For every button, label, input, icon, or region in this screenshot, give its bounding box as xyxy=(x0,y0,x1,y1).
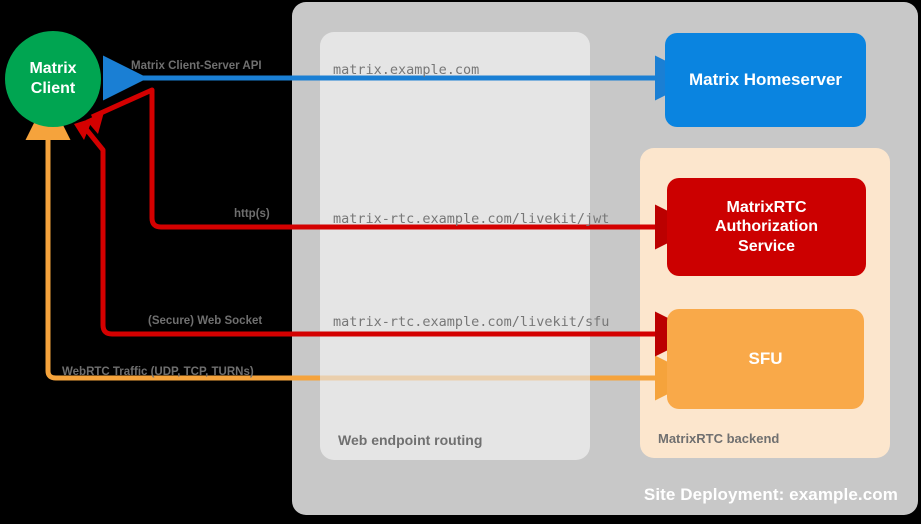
node-matrix-homeserver-label: Matrix Homeserver xyxy=(688,69,843,89)
site-deployment-label: Site Deployment: example.com xyxy=(643,485,898,504)
web-endpoint-routing-label: Web endpoint routing xyxy=(338,432,483,448)
node-matrix-client-line2: Client xyxy=(30,80,76,97)
connector-webrtc-traffic xyxy=(25,95,700,401)
matrixrtc-backend-label: MatrixRTC backend xyxy=(658,431,780,446)
node-sfu-label: SFU xyxy=(748,348,783,368)
node-matrixrtc-authorization-service[interactable]: MatrixRTC Authorization Service xyxy=(667,178,866,276)
node-matrix-client-line1: Matrix xyxy=(29,60,77,78)
connector-https-auth xyxy=(86,87,700,250)
endpoint-label-sfu: matrix-rtc.example.com/livekit/sfu xyxy=(333,314,610,330)
node-auth-line2: Authorization xyxy=(714,218,819,236)
endpoint-label-jwt: matrix-rtc.example.com/livekit/jwt xyxy=(333,211,610,227)
node-auth-line1: MatrixRTC xyxy=(726,198,807,216)
node-matrix-homeserver[interactable]: Matrix Homeserver xyxy=(665,33,866,127)
connector-web-socket-sfu xyxy=(74,118,700,357)
node-sfu[interactable]: SFU xyxy=(667,309,864,409)
connection-label-web-socket: (Secure) Web Socket xyxy=(148,315,263,327)
web-endpoint-routing-group: Web endpoint routing xyxy=(320,32,590,460)
connection-label-webrtc-traffic: WebRTC Traffic (UDP, TCP, TURNs) xyxy=(62,366,254,378)
node-auth-label: MatrixRTC Authorization Service xyxy=(715,198,818,257)
connection-label-https: http(s) xyxy=(234,208,270,220)
node-matrix-client[interactable]: Matrix Client xyxy=(5,31,101,127)
connection-label-client-server-api: Matrix Client-Server API xyxy=(131,60,262,72)
node-matrix-client-label: Matrix Client xyxy=(29,59,76,98)
node-auth-line3: Service xyxy=(738,237,795,255)
endpoint-label-homeserver: matrix.example.com xyxy=(333,62,480,78)
